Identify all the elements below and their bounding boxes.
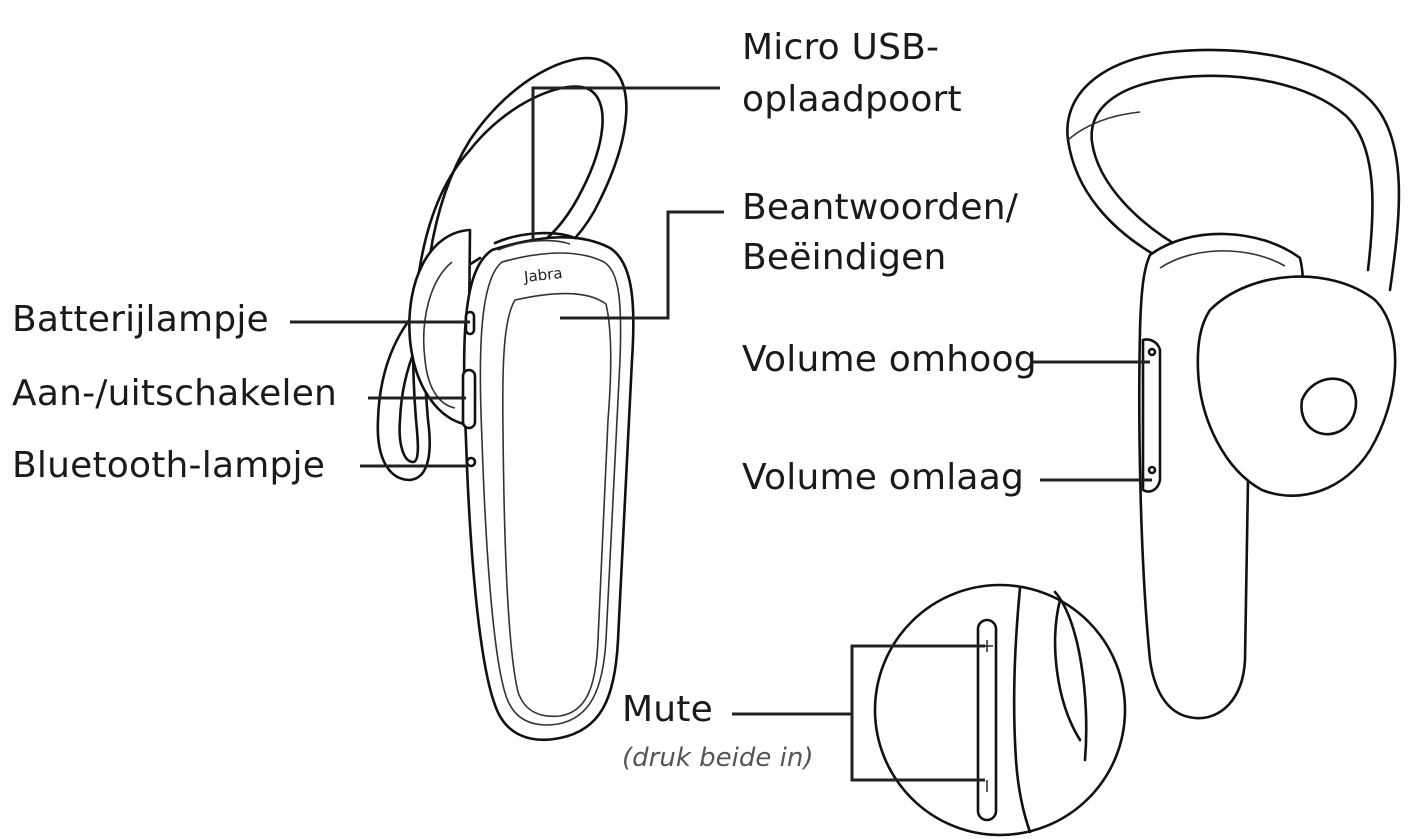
left-headset-illustration	[376, 56, 635, 742]
mute-detail-magnifier	[873, 583, 1127, 837]
label-mute: Mute	[622, 689, 713, 730]
label-mute-note: (druk beide in)	[622, 743, 814, 773]
label-bluetooth-light: Bluetooth-lampje	[12, 445, 326, 486]
label-answer-line1: Beantwoorden/	[742, 187, 1019, 228]
label-volume-down: Volume omlaag	[742, 457, 1025, 498]
label-battery-light: Batterijlampje	[12, 299, 269, 340]
label-volume-up: Volume omhoog	[742, 339, 1037, 380]
callout-lines	[290, 86, 1152, 782]
label-micro-usb-line1: Micro USB-	[742, 27, 940, 68]
label-answer-line2: Beëindigen	[742, 237, 947, 278]
label-power: Aan-/uitschakelen	[12, 373, 338, 414]
label-micro-usb-line2: oplaadpoort	[742, 79, 962, 120]
right-headset-illustration	[1066, 48, 1401, 720]
